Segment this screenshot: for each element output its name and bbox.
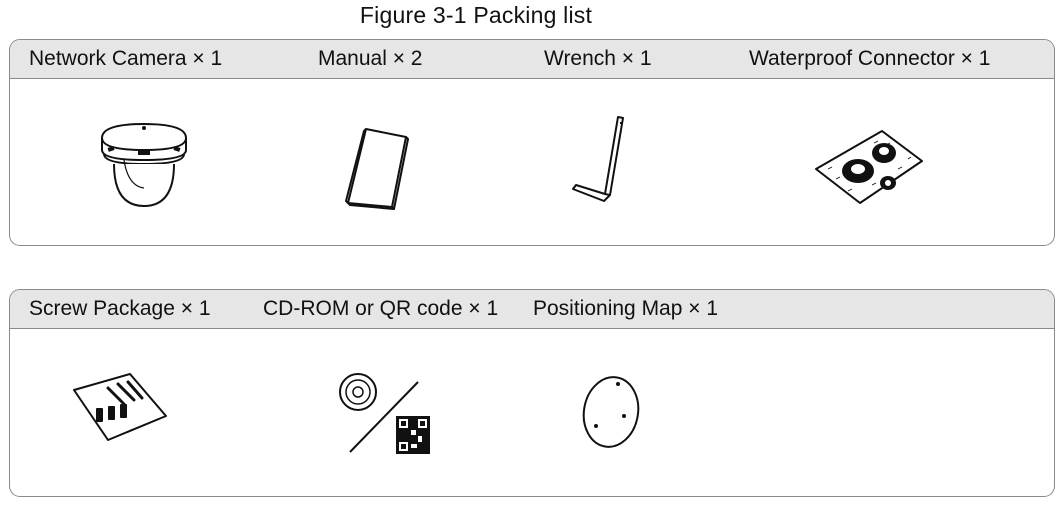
row-1-header	[10, 40, 1054, 79]
item-label-network-camera: Network Camera × 1	[29, 47, 223, 70]
screw-package-icon	[68, 370, 168, 444]
waterproof-connector-icon	[812, 125, 924, 205]
hex-wrench-icon	[568, 113, 628, 209]
cd-or-qr-code-icon	[338, 372, 434, 456]
packing-list-row-1: Network Camera × 1 Manual × 2 Wrench × 1…	[9, 39, 1055, 246]
figure-title: Figure 3-1 Packing list	[359, 2, 593, 28]
row-2-header	[10, 290, 1054, 329]
item-label-cd-rom-or-qr-code: CD-ROM or QR code × 1	[263, 297, 499, 320]
manual-book-icon	[342, 125, 412, 211]
packing-list-row-2: Screw Package × 1 CD-ROM or QR code × 1 …	[9, 289, 1055, 497]
item-label-manual: Manual × 2	[318, 47, 423, 70]
item-label-waterproof-connector: Waterproof Connector × 1	[749, 47, 991, 70]
item-label-screw-package: Screw Package × 1	[29, 297, 211, 320]
item-label-positioning-map: Positioning Map × 1	[533, 297, 719, 320]
positioning-map-icon	[580, 370, 646, 450]
item-label-wrench: Wrench × 1	[544, 47, 652, 70]
dome-camera-icon	[94, 120, 194, 212]
